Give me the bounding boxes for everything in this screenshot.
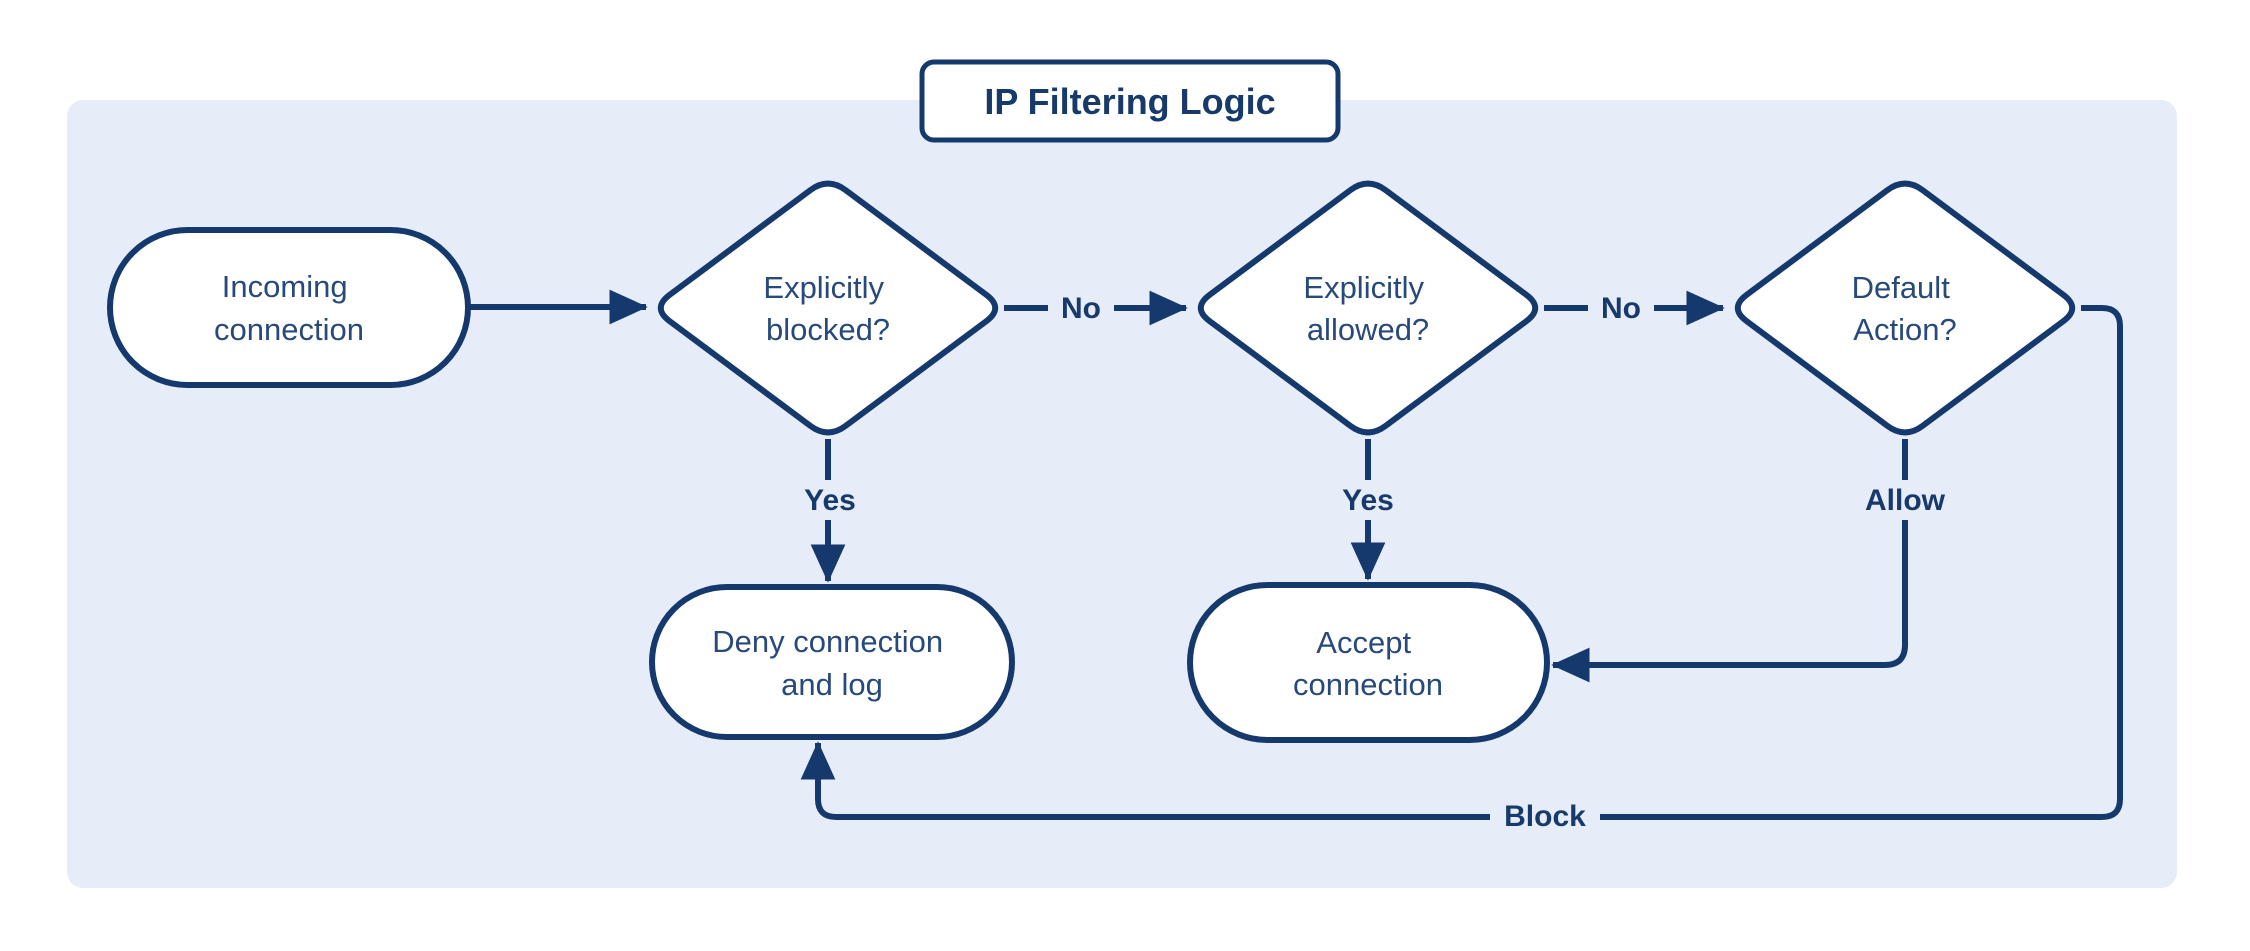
edge-label-allow: Allow xyxy=(1851,480,1959,520)
node-label: Explicitly blocked? xyxy=(763,270,892,347)
node-shape-stadium xyxy=(1187,582,1550,743)
node-label: Deny connection and log xyxy=(712,624,952,702)
edge-label-bg xyxy=(1588,288,1654,328)
edge-label-text: No xyxy=(1061,292,1101,325)
node-shape-stadium xyxy=(649,584,1015,740)
node-explicitly-blocked: Explicitly blocked? xyxy=(661,184,995,433)
node-default-action: Default Action? xyxy=(1738,184,2072,433)
edge-label-text: No xyxy=(1601,292,1641,325)
diagram-title-group: IP Filtering Logic xyxy=(919,59,1341,143)
node-incoming-connection: Incoming connection xyxy=(107,227,471,388)
node-shape-stadium xyxy=(107,227,471,388)
edge-label-bg xyxy=(1490,796,1600,836)
node-label: Explicitly allowed? xyxy=(1303,270,1432,347)
edge-label-text: Block xyxy=(1504,800,1586,833)
node-label: Accept connection xyxy=(1293,625,1443,702)
node-label: Default Action? xyxy=(1852,270,1959,347)
diagram-title-box xyxy=(919,59,1341,143)
edge-label-block: Block xyxy=(1490,796,1600,836)
node-label: Incoming connection xyxy=(214,269,364,347)
diagram-title: IP Filtering Logic xyxy=(984,81,1275,122)
edge-label-bg xyxy=(1331,480,1405,520)
node-accept-connection: Accept connection xyxy=(1187,582,1550,743)
edge-label-yes-2: Yes xyxy=(1331,480,1405,520)
edge-default-allow-to-accept xyxy=(1551,439,1908,683)
edge-label-text: Allow xyxy=(1865,484,1946,517)
edge-label-no-2: No xyxy=(1588,288,1654,328)
edge-label-text: Yes xyxy=(804,484,856,517)
edge-label-bg xyxy=(1048,288,1114,328)
edge-label-bg xyxy=(793,480,867,520)
edge-label-no-1: No xyxy=(1048,288,1114,328)
edge-label-bg xyxy=(1851,480,1959,520)
edge-label-yes-1: Yes xyxy=(793,480,867,520)
node-explicitly-allowed: Explicitly allowed? xyxy=(1201,184,1535,433)
edge-label-text: Yes xyxy=(1342,484,1394,517)
edge-default-block-to-deny xyxy=(800,305,2123,820)
node-deny-connection: Deny connection and log xyxy=(649,584,1015,740)
